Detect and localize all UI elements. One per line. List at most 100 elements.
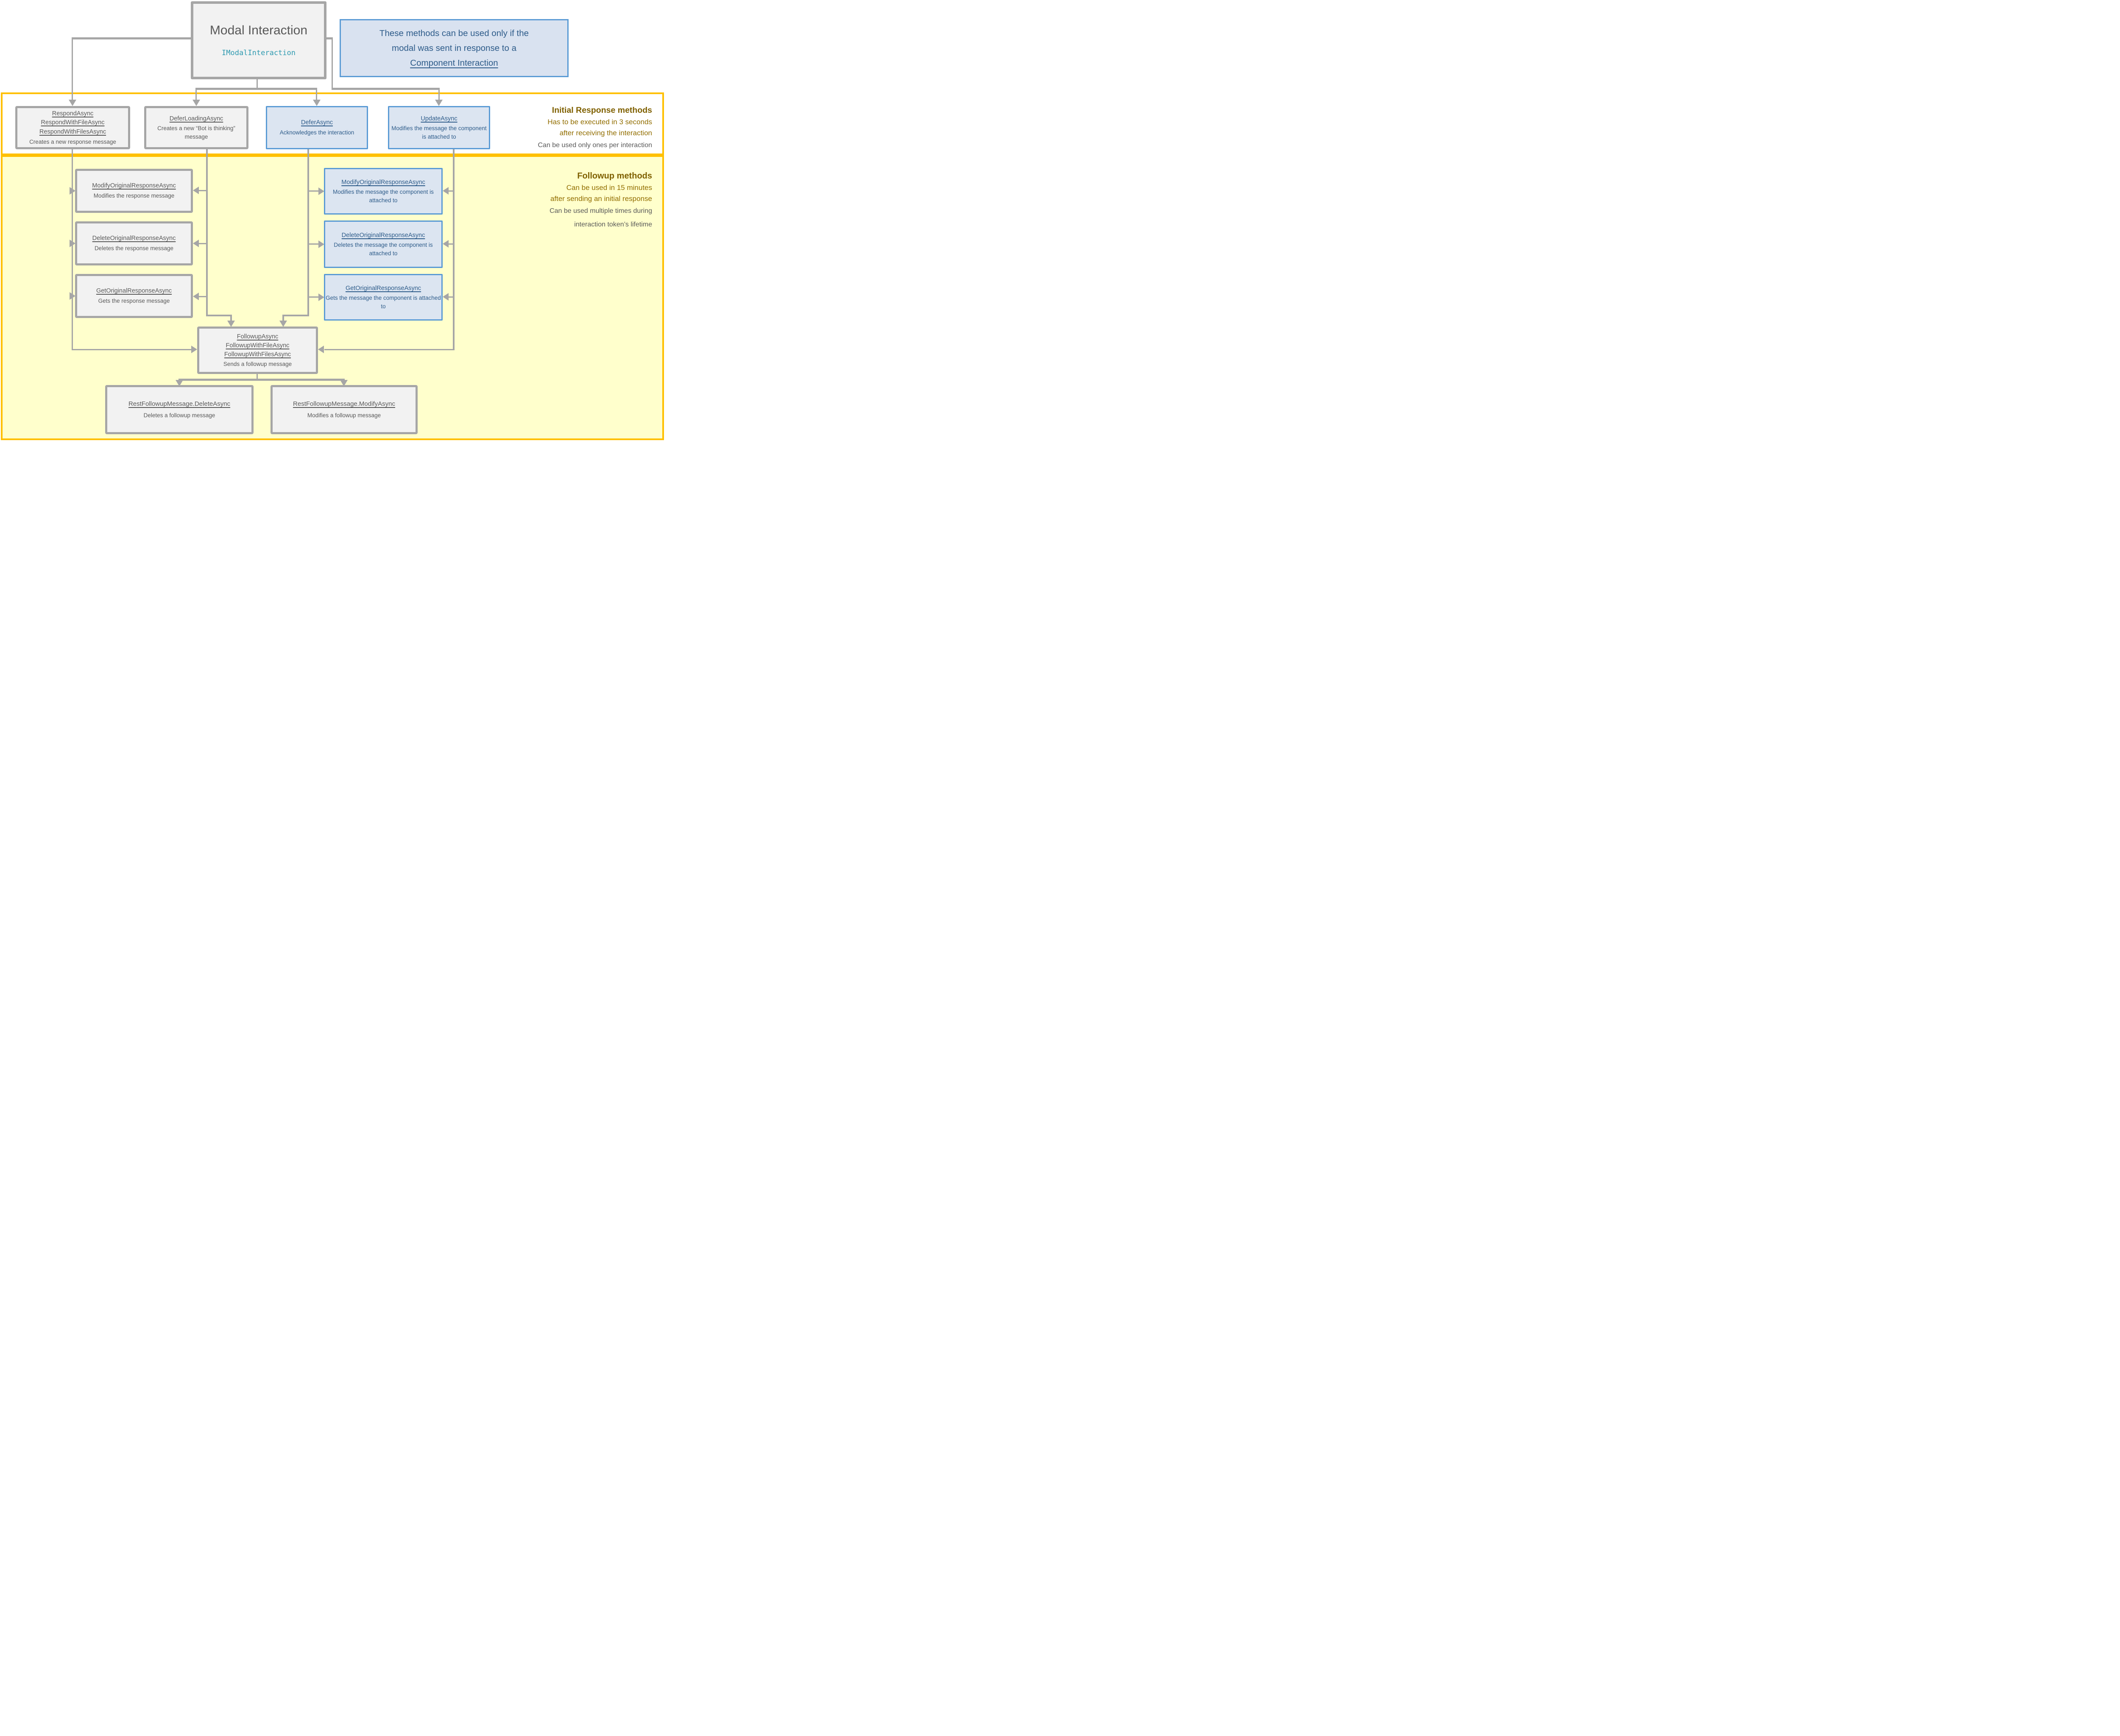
method-defer-loading-async[interactable]: DeferLoadingAsync: [169, 115, 223, 122]
method-modify-original-response-component[interactable]: ModifyOriginalResponseAsync: [341, 179, 425, 186]
method-get-original-response[interactable]: GetOriginalResponseAsync: [96, 287, 172, 295]
delete-original-response-blue-box: DeleteOriginalResponseAsync Deletes the …: [324, 220, 443, 268]
get-original-response-gray-box: GetOriginalResponseAsync Gets the respon…: [75, 274, 193, 318]
connector-modal-right-h2: [332, 88, 440, 90]
connector-modal-bottom-h: [195, 88, 317, 90]
connector-deferloading-elbow-v: [230, 315, 232, 321]
get-original-response-blue-box: GetOriginalResponseAsync Gets the messag…: [324, 274, 443, 321]
arrow-left-into-delete-blue: [443, 240, 449, 248]
method-rest-followup-delete[interactable]: RestFollowupMessage.DeleteAsync: [128, 400, 231, 407]
stub-deferloading-delete: [198, 243, 207, 244]
arrow-left-into-get-blue: [443, 293, 449, 301]
connector-followup-bottom-v: [257, 374, 258, 380]
connector-modal-to-respond-h: [72, 37, 191, 39]
arrow-left-into-modify-gray: [193, 187, 199, 194]
modify-original-response-gray-box: ModifyOriginalResponseAsync Modifies the…: [75, 169, 193, 213]
defer-loading-desc: Creates a new “Bot is thinking” message: [157, 125, 235, 140]
modal-interaction-box: Modal Interaction IModalInteraction: [191, 1, 326, 79]
connector-defer-elbow-h: [282, 315, 309, 316]
rest-followup-modify-box: RestFollowupMessage.ModifyAsync Modifies…: [271, 385, 418, 434]
delete-blue-desc: Deletes the message the component is att…: [334, 242, 433, 257]
method-followup-with-file-async[interactable]: FollowupWithFileAsync: [226, 342, 290, 349]
defer-async-box: DeferAsync Acknowledges the interaction: [266, 106, 368, 149]
arrow-down-into-respond: [69, 100, 76, 106]
note-line-2: modal was sent in response to a: [392, 43, 516, 53]
method-respond-with-files-async[interactable]: RespondWithFilesAsync: [39, 128, 106, 136]
followup-legend: Followup methods Can be used in 15 minut…: [466, 170, 652, 230]
connector-followup-bottom-h: [179, 379, 345, 381]
followup-async-box: FollowupAsync FollowupWithFileAsync Foll…: [197, 327, 318, 374]
connector-deferloading-rail-v: [206, 149, 208, 316]
method-followup-async[interactable]: FollowupAsync: [237, 333, 279, 340]
diagram-canvas: Modal Interaction IModalInteraction Thes…: [0, 0, 665, 442]
interface-name[interactable]: IModalInteraction: [222, 49, 296, 57]
modify-original-response-blue-box: ModifyOriginalResponseAsync Modifies the…: [324, 168, 443, 215]
method-delete-original-response-component[interactable]: DeleteOriginalResponseAsync: [341, 232, 425, 239]
followup-heading: Followup methods: [577, 171, 652, 181]
followup-rule-4: interaction token’s lifetime: [574, 221, 652, 228]
arrow-left-into-delete-gray: [193, 240, 199, 247]
rest-delete-desc: Deletes a followup message: [143, 412, 215, 419]
stub-update-modify: [448, 190, 454, 192]
delete-original-response-gray-box: DeleteOriginalResponseAsync Deletes the …: [75, 221, 193, 265]
followup-rule-3: Can be used multiple times during: [550, 207, 652, 215]
connector-modal-right-h1: [326, 37, 333, 39]
component-interaction-link[interactable]: Component Interaction: [410, 58, 498, 68]
arrow-down-into-deferloading: [192, 100, 200, 106]
connector-modal-to-respond-v: [72, 37, 73, 100]
method-get-original-response-component[interactable]: GetOriginalResponseAsync: [345, 285, 421, 292]
arrow-right-into-delete-blue: [318, 240, 324, 248]
initial-rule-1: Has to be executed in 3 seconds: [547, 118, 652, 126]
initial-rule-3: Can be used only ones per interaction: [538, 142, 652, 149]
arrow-down-into-rest-delete: [176, 380, 183, 386]
connector-respond-rail-v: [72, 149, 73, 350]
arrow-down-into-rest-modify: [340, 380, 348, 386]
defer-loading-async-box: DeferLoadingAsync Creates a new “Bot is …: [144, 106, 248, 149]
rest-modify-desc: Modifies a followup message: [307, 412, 381, 419]
defer-desc: Acknowledges the interaction: [279, 129, 354, 136]
arrow-down-into-update: [435, 100, 443, 106]
connector-defer-rail-v: [307, 149, 309, 316]
delete-gray-desc: Deletes the response message: [94, 245, 174, 252]
followup-rule-2: after sending an initial response: [550, 194, 652, 203]
arrow-left-into-modify-blue: [443, 187, 449, 195]
method-modify-original-response[interactable]: ModifyOriginalResponseAsync: [92, 182, 176, 190]
note-line-1: These methods can be used only if the: [379, 28, 529, 38]
method-respond-with-file-async[interactable]: RespondWithFileAsync: [41, 119, 105, 126]
method-defer-async[interactable]: DeferAsync: [301, 119, 333, 126]
connector-modal-right-v: [332, 37, 333, 89]
connector-respond-rail-bottom-h: [72, 349, 192, 350]
followup-rule-1: Can be used in 15 minutes: [566, 184, 652, 192]
arrow-down-into-defer: [313, 100, 321, 106]
component-interaction-note: These methods can be used only if the mo…: [340, 19, 569, 77]
stub-defer-delete: [309, 243, 319, 245]
respond-desc: Creates a new response message: [29, 138, 116, 145]
arrow-right-into-get-blue: [318, 293, 324, 301]
method-respond-async[interactable]: RespondAsync: [52, 110, 94, 117]
method-followup-with-files-async[interactable]: FollowupWithFilesAsync: [224, 351, 291, 358]
initial-response-legend: Initial Response methods Has to be execu…: [466, 104, 652, 151]
followup-desc: Sends a followup message: [223, 360, 292, 367]
method-rest-followup-modify[interactable]: RestFollowupMessage.ModifyAsync: [293, 400, 395, 407]
arrow-down-into-followup-left: [227, 321, 235, 327]
connector-modal-bottom-v: [257, 79, 258, 89]
connector-defer-elbow-v: [282, 315, 284, 321]
connector-update-rail-v: [453, 149, 455, 350]
arrow-right-into-modify-gray: [70, 187, 75, 195]
rest-followup-delete-box: RestFollowupMessage.DeleteAsync Deletes …: [105, 385, 254, 434]
stub-defer-get: [309, 296, 319, 298]
arrow-right-into-delete-gray: [70, 240, 75, 247]
modify-blue-desc: Modifies the message the component is at…: [333, 189, 434, 204]
modify-gray-desc: Modifies the response message: [93, 193, 175, 199]
arrow-right-into-followup: [191, 346, 197, 353]
initial-response-heading: Initial Response methods: [552, 106, 652, 115]
connector-to-defer-v: [316, 90, 317, 100]
stub-update-delete: [448, 243, 454, 245]
get-gray-desc: Gets the response message: [98, 298, 170, 304]
arrow-right-into-modify-blue: [318, 187, 324, 195]
method-update-async[interactable]: UpdateAsync: [421, 115, 457, 122]
stub-deferloading-get: [198, 296, 207, 297]
update-desc: Modifies the message the component is at…: [391, 125, 487, 140]
get-blue-desc: Gets the message the component is attach…: [326, 295, 441, 310]
method-delete-original-response[interactable]: DeleteOriginalResponseAsync: [92, 235, 176, 242]
